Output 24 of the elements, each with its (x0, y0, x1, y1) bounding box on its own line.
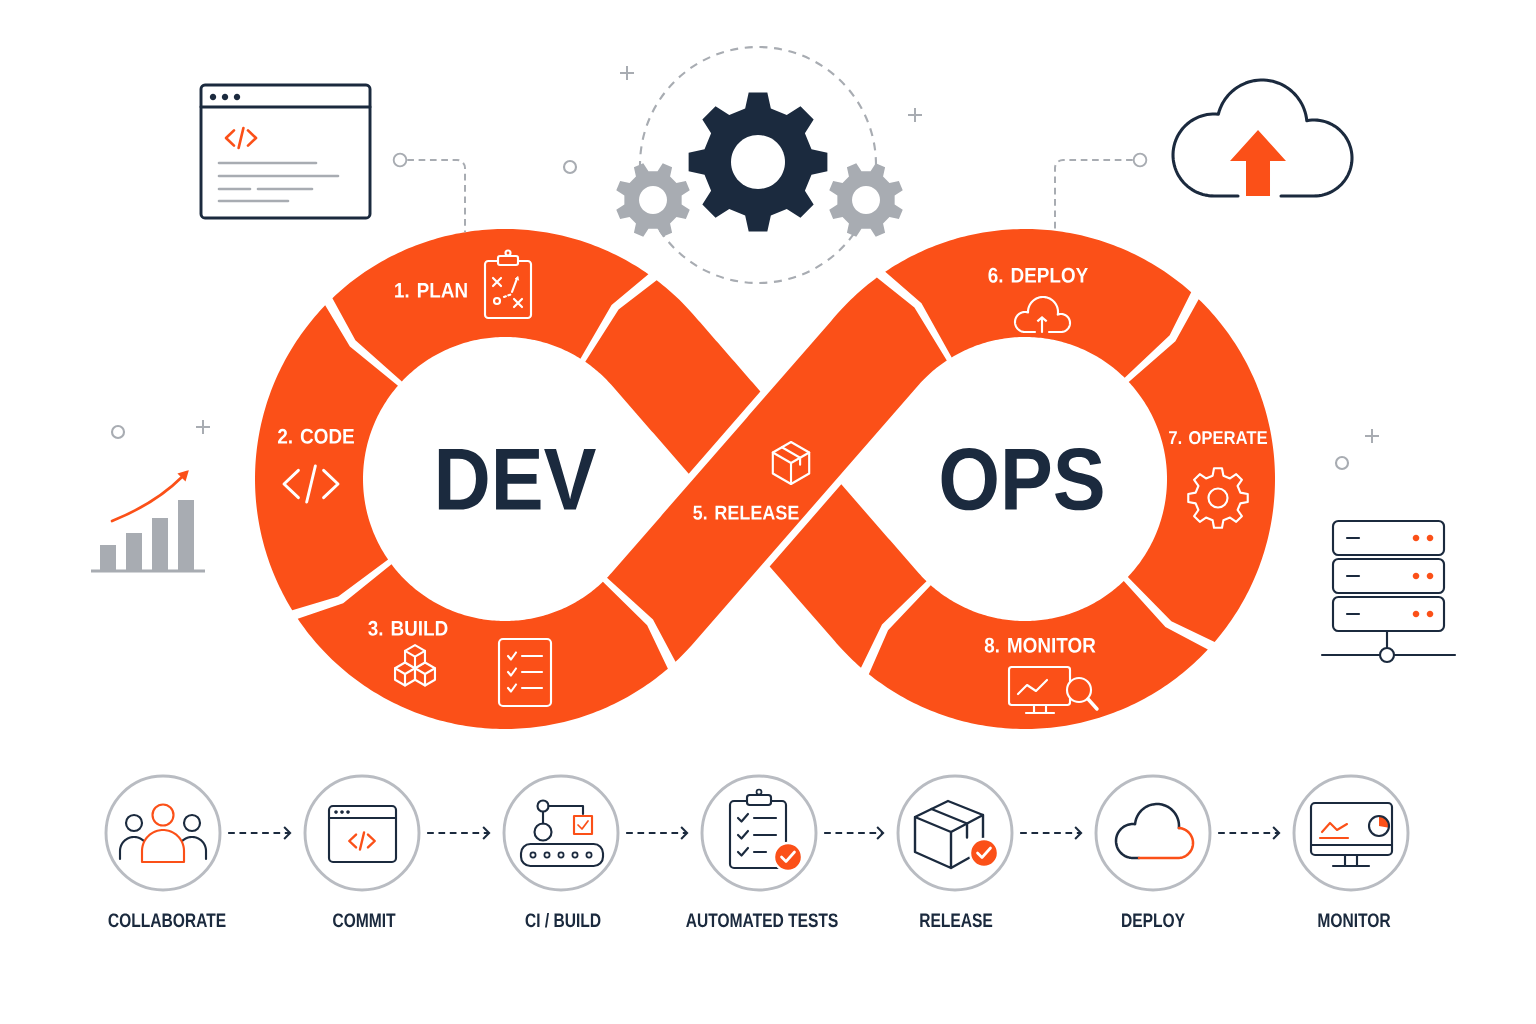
loop-segment: 6. DEPLOY (885, 229, 1192, 378)
loop-segment: 2. CODE (255, 305, 398, 611)
leader-line (406, 159, 466, 234)
arrow (823, 826, 885, 840)
arrow (1217, 826, 1281, 840)
step-label: CI / BUILD (525, 912, 601, 928)
step-label: COLLABORATE (108, 913, 226, 928)
arrow (227, 826, 292, 840)
arrow (625, 826, 689, 840)
step-label: DEPLOY (1122, 913, 1185, 928)
node-label: 2. CODE (277, 428, 354, 444)
step-label: RELEASE (920, 913, 993, 928)
step-label: AUTOMATED TESTS (686, 913, 838, 928)
arrow (1019, 826, 1083, 840)
loop-segment: 3. BUILD (297, 564, 668, 729)
loop-segment: 8. MONITOR (868, 581, 1208, 729)
arrow (426, 826, 491, 840)
step-label: MONITOR (1318, 913, 1391, 928)
step-label: COMMIT (333, 913, 396, 928)
loop-segment: 1. PLAN (332, 229, 649, 382)
node-label: 6. DEPLOY (988, 267, 1088, 283)
loop-segment: 7. OPERATE (1127, 299, 1275, 642)
node-label: 1. PLAN (395, 283, 467, 298)
loop-title: DEV (438, 448, 596, 510)
